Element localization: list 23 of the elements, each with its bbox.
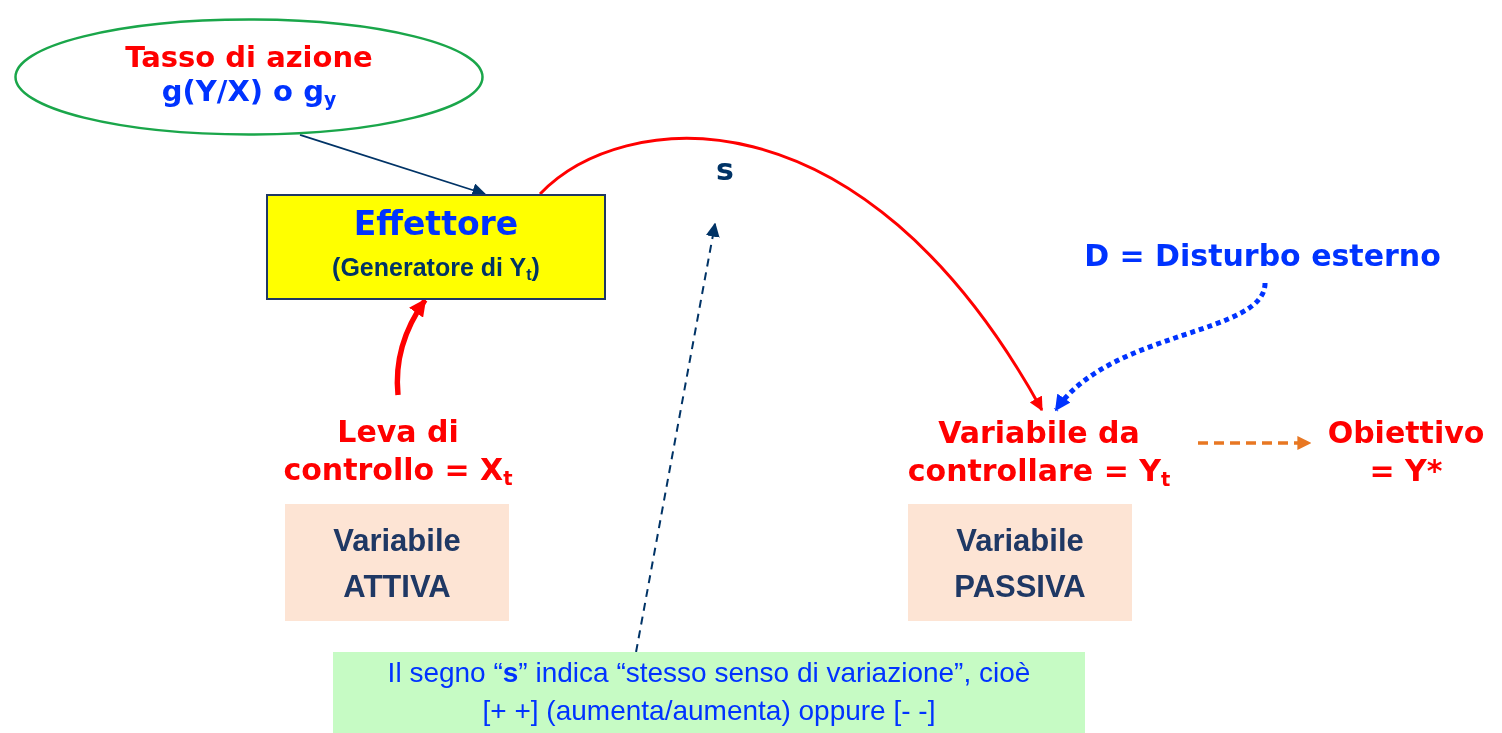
variable-box xyxy=(908,504,1132,621)
formula-text: g(Y/X) o g$_{y}$ xyxy=(160,74,338,108)
box-text: Variabile ATTIVA xyxy=(332,522,462,606)
ellipse-node xyxy=(14,18,484,136)
arrow xyxy=(299,133,487,197)
arrow xyxy=(1198,436,1312,450)
node-title: Effettore xyxy=(352,204,520,243)
disturbance-label: D = Disturbo esterno xyxy=(1050,238,1475,283)
objective-label: Obiettivo = Y* xyxy=(1310,410,1502,495)
sign-label: s xyxy=(700,152,750,224)
variable-label: Leva di controllo = X$_{t}$ xyxy=(263,395,533,495)
arrow xyxy=(394,298,428,396)
box-text: Il segno “s” indica “stesso senso di variazione”, cioè [+ +] (aumenta/aumenta) oppure [- -] xyxy=(386,656,1032,728)
arrow xyxy=(635,222,720,653)
box-text: Variabile PASSIVA xyxy=(953,522,1087,606)
variable-label: Variabile da controllare = Y$_{t}$ xyxy=(880,410,1198,495)
note-box xyxy=(333,652,1085,733)
arrow xyxy=(539,137,1044,412)
node-subtitle: (Generatore di Y$_{t}$) xyxy=(331,253,541,282)
node-title: Tasso di azione xyxy=(124,40,374,74)
variable-box xyxy=(285,504,509,621)
arrow xyxy=(1053,282,1268,412)
process-box xyxy=(266,194,606,300)
